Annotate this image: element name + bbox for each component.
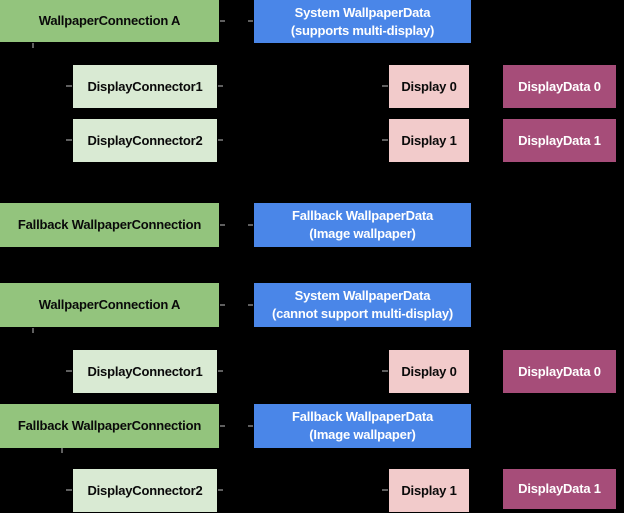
box-label: System WallpaperData (supports multi-disp…: [291, 4, 434, 40]
box-display-0-top: Display 0: [389, 65, 469, 108]
box-label: DisplayData 1: [518, 132, 601, 150]
box-displaydata-1-top: DisplayData 1: [503, 119, 616, 162]
box-label: DisplayConnector1: [87, 363, 202, 381]
box-label: DisplayConnector1: [87, 78, 202, 96]
box-label-line: DisplayConnector1: [87, 363, 203, 379]
box-label: DisplayData 0: [518, 363, 601, 381]
box-label-line: Fallback WallpaperConnection: [17, 217, 202, 232]
box-label-line: DisplayData 0: [518, 78, 601, 94]
box-label-line: Fallback WallpaperData: [291, 409, 434, 424]
box-label: Display 0: [401, 363, 456, 381]
connector-stub: [220, 304, 225, 306]
box-wallpaper-connection-a-2: WallpaperConnection A: [0, 283, 219, 327]
box-displaydata-0-top: DisplayData 0: [503, 65, 616, 108]
connector-stub: [61, 448, 63, 453]
box-display-1-bottom: Display 1: [389, 469, 469, 512]
connector-stub: [248, 304, 253, 306]
box-label-line: Display 1: [401, 482, 457, 498]
box-label-line: DisplayConnector2: [87, 482, 203, 498]
box-label: Display 0: [401, 78, 456, 96]
box-label-line: DisplayData 1: [518, 132, 601, 148]
box-display-connector1-bottom: DisplayConnector1: [73, 350, 217, 393]
connector-stub: [66, 85, 72, 87]
connector-stub: [382, 85, 388, 87]
box-displaydata-0-bottom: DisplayData 0: [503, 350, 616, 393]
box-label-line: System WallpaperData: [294, 4, 431, 20]
connector-stub: [66, 489, 72, 491]
box-fallback-wallpaper-connection-bottom: Fallback WallpaperConnection: [0, 404, 219, 448]
box-label: Fallback WallpaperConnection: [18, 417, 201, 435]
box-label-line: DisplayData 1: [518, 481, 601, 496]
connector-stub: [248, 20, 253, 22]
connector-stub: [218, 370, 223, 372]
box-label-line: DisplayConnector1: [87, 78, 203, 94]
box-label-line: (supports multi-display): [290, 22, 435, 38]
connector-stub: [218, 489, 223, 491]
box-label: Fallback WallpaperConnection: [18, 216, 201, 234]
connector-stub: [248, 425, 253, 427]
box-wallpaper-connection-a-1: WallpaperConnection A: [0, 0, 219, 42]
connector-stub: [382, 370, 388, 372]
box-label-line: (Image wallpaper): [309, 427, 416, 442]
box-label: Fallback WallpaperData (Image wallpaper): [292, 207, 433, 243]
box-label-line: System WallpaperData: [294, 288, 431, 303]
box-display-0-bottom: Display 0: [389, 350, 469, 393]
connector-stub: [66, 370, 72, 372]
box-display-connector2-top: DisplayConnector2: [73, 119, 217, 162]
box-label-line: WallpaperConnection A: [38, 13, 181, 28]
box-label: DisplayData 0: [518, 78, 601, 96]
box-label: WallpaperConnection A: [38, 296, 181, 314]
box-label-line: Display 0: [401, 78, 457, 94]
box-system-wallpaperdata-no-multi: System WallpaperData (cannot support mult…: [254, 283, 471, 327]
box-fallback-wallpaper-connection-top: Fallback WallpaperConnection: [0, 203, 219, 247]
box-label: Fallback WallpaperData (Image wallpaper): [292, 408, 433, 444]
connector-stub: [220, 20, 225, 22]
connector-stub: [66, 139, 72, 141]
box-label: DisplayConnector2: [87, 132, 202, 150]
connector-stub: [220, 425, 225, 427]
box-label-line: Display 0: [401, 363, 457, 379]
box-label: System WallpaperData (cannot support mult…: [272, 287, 453, 323]
connector-stub: [220, 224, 225, 226]
connector-stub: [248, 224, 253, 226]
box-fallback-wallpaperdata-bottom: Fallback WallpaperData (Image wallpaper): [254, 404, 471, 448]
box-label-line: WallpaperConnection A: [38, 297, 181, 312]
connector-stub: [32, 43, 34, 48]
connector-stub: [32, 328, 34, 333]
box-label: Display 1: [401, 132, 456, 150]
box-label-line: DisplayConnector2: [87, 132, 203, 148]
connector-stub: [382, 139, 388, 141]
connector-stub: [382, 489, 388, 491]
box-label-line: Display 1: [401, 132, 457, 148]
connector-stub: [218, 85, 223, 87]
box-label-line: (Image wallpaper): [309, 226, 416, 241]
box-label: DisplayConnector2: [87, 482, 202, 500]
box-label: WallpaperConnection A: [38, 12, 181, 30]
box-label: DisplayData 1: [518, 480, 601, 498]
box-label-line: Fallback WallpaperConnection: [17, 418, 202, 433]
box-label-line: Fallback WallpaperData: [291, 208, 434, 223]
connector-stub: [218, 139, 223, 141]
box-displaydata-1-bottom: DisplayData 1: [503, 469, 616, 509]
box-label: Display 1: [401, 482, 456, 500]
box-system-wallpaperdata-multi: System WallpaperData (supports multi-disp…: [254, 0, 471, 43]
box-display-1-top: Display 1: [389, 119, 469, 162]
box-label-line: DisplayData 0: [518, 363, 601, 379]
box-fallback-wallpaperdata-top: Fallback WallpaperData (Image wallpaper): [254, 203, 471, 247]
box-display-connector1-top: DisplayConnector1: [73, 65, 217, 108]
box-label-line: (cannot support multi-display): [271, 306, 454, 321]
box-display-connector2-bottom: DisplayConnector2: [73, 469, 217, 512]
